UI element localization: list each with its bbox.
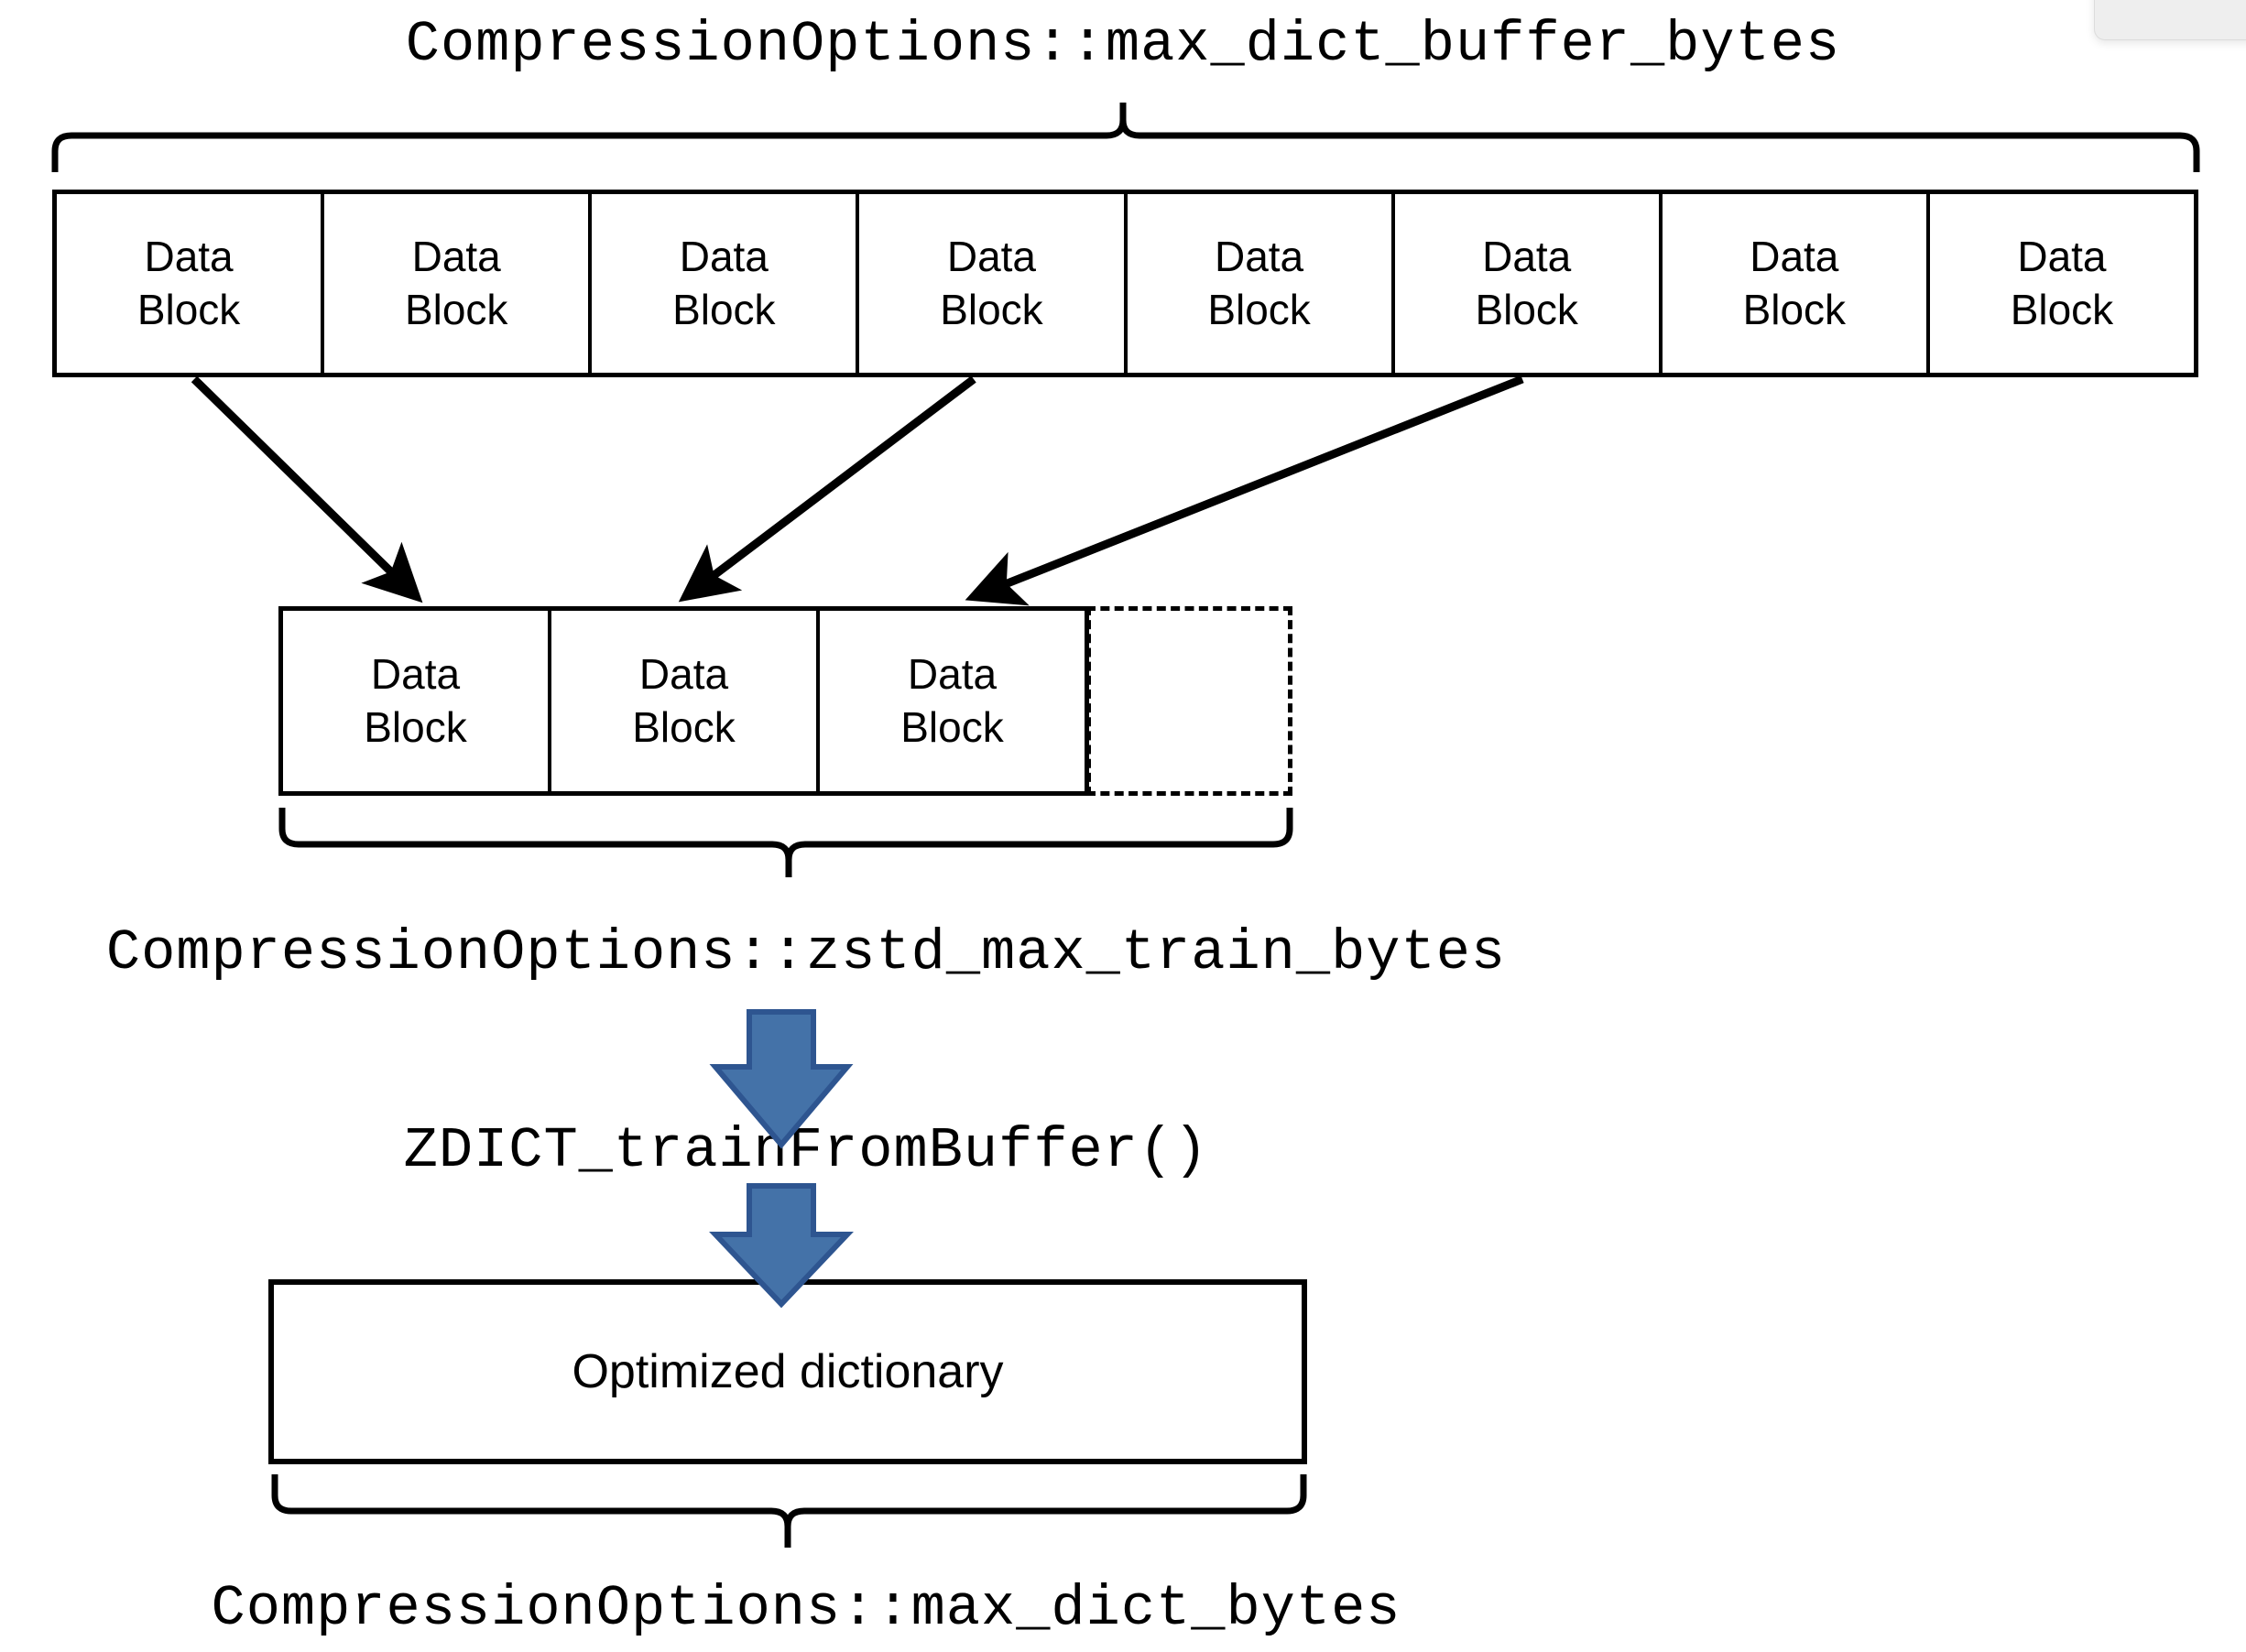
middle-data-block-row: Data Block Data Block Data Block (278, 606, 1089, 796)
sampling-arrow-3 (965, 375, 1524, 606)
data-block: Data Block (1929, 194, 2194, 373)
data-block-line1: Data (638, 650, 729, 698)
data-block-line1: Data (144, 233, 234, 280)
browser-chrome-artifact (2094, 0, 2246, 40)
label-zstd-max-train-bytes: CompressionOptions::zstd_max_train_bytes (105, 920, 1507, 985)
data-block-line2: Block (404, 285, 508, 333)
data-block-line1: Data (411, 233, 501, 280)
data-block: Data Block (859, 194, 1128, 373)
data-block-line1: Data (1214, 233, 1304, 280)
data-block: Data Block (551, 611, 820, 791)
data-block-line2: Block (1742, 285, 1847, 333)
data-block-line1: Data (679, 233, 769, 280)
data-block: Data Block (1127, 194, 1395, 373)
data-block-line2: Block (900, 702, 1004, 751)
data-block: Data Block (592, 194, 860, 373)
data-block-line1: Data (1482, 233, 1572, 280)
data-block-line2: Block (364, 702, 467, 751)
data-block-line1: Data (1750, 233, 1839, 280)
sampling-arrow-1 (191, 375, 423, 603)
data-block-line2: Block (1475, 285, 1578, 333)
optimized-dictionary-label: Optimized dictionary (572, 1345, 1004, 1398)
data-block-line2: Block (1207, 285, 1311, 333)
data-block: Data Block (1662, 194, 1930, 373)
dashed-placeholder-block (1086, 606, 1292, 796)
data-block: Data Block (1394, 194, 1663, 373)
optimized-dictionary-box: Optimized dictionary (268, 1279, 1307, 1464)
data-block-line2: Block (940, 285, 1043, 333)
brace-zstd-max-train-bytes (278, 808, 1293, 877)
top-data-block-row: Data Block Data Block Data Block Data Bl… (52, 190, 2198, 377)
data-block-line2: Block (2010, 285, 2114, 333)
brace-max-dict-bytes (271, 1474, 1307, 1548)
label-max-dict-bytes: CompressionOptions::max_dict_bytes (211, 1576, 1401, 1641)
data-block-line2: Block (672, 285, 776, 333)
label-max-dict-buffer-bytes: CompressionOptions::max_dict_buffer_byte… (405, 12, 1841, 77)
data-block-line2: Block (632, 702, 736, 751)
brace-max-dict-buffer-bytes (51, 103, 2200, 172)
data-block-line2: Block (136, 285, 241, 333)
data-block: Data Block (820, 611, 1085, 791)
data-block-line1: Data (907, 650, 998, 698)
sampling-arrow-2 (678, 375, 976, 603)
data-block: Data Block (57, 194, 325, 373)
data-block-line1: Data (946, 233, 1037, 280)
data-block-line1: Data (2017, 233, 2107, 280)
data-block: Data Block (283, 611, 551, 791)
data-block: Data Block (324, 194, 593, 373)
label-zdict-train-from-buffer: ZDICT_trainFromBuffer() (403, 1118, 1209, 1183)
data-block-line1: Data (370, 650, 461, 698)
